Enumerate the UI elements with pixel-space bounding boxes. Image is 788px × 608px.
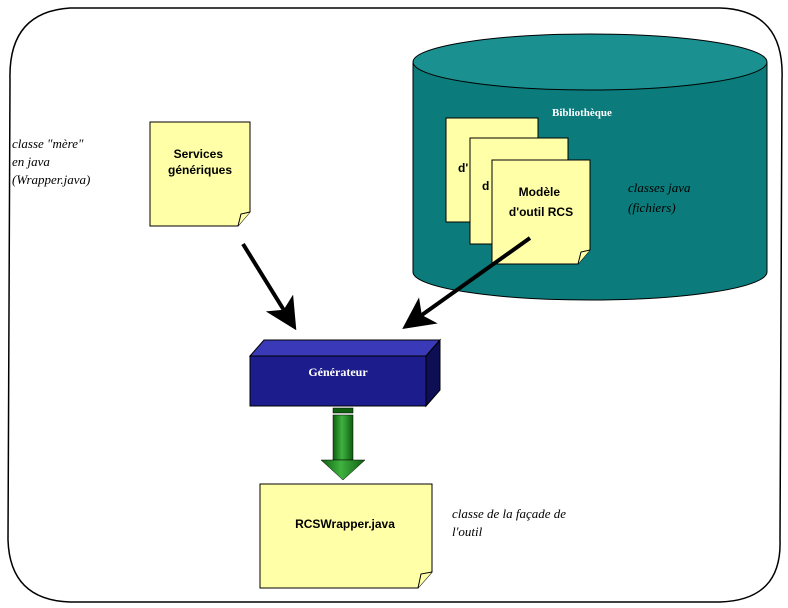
- java-classes-annotation: classes java (fichiers): [628, 180, 694, 215]
- svg-text:Modèle d'outil RCS: Modèle d'outil RCS: [509, 185, 573, 219]
- output-file-note: RCSWrapper.java: [259, 483, 433, 589]
- rcs-model-label-2: d'outil RCS: [509, 205, 573, 219]
- arrow-library-to-generator: [402, 236, 532, 329]
- rcs-model-label-1: Modèle: [519, 185, 561, 199]
- outer-frame: [7, 7, 783, 603]
- arrow-services-to-generator: [241, 242, 297, 331]
- facade-annotation: classe de la façade de l'outil: [452, 506, 569, 539]
- svg-text:d: d: [482, 179, 489, 193]
- green-down-arrow: [320, 407, 366, 481]
- svg-text:Services génériques: Services génériques: [168, 147, 232, 177]
- generator-label: Générateur: [308, 365, 368, 379]
- parent-class-annotation: classe "mère" en java (Wrapper.java): [12, 136, 90, 187]
- generator-box: Générateur: [248, 338, 442, 408]
- services-label-1: Services: [174, 147, 224, 161]
- services-note: Services génériques: [149, 121, 251, 227]
- svg-text:d': d': [458, 161, 468, 175]
- output-file-label: RCSWrapper.java: [295, 517, 395, 531]
- services-label-2: génériques: [168, 163, 232, 177]
- library-title: Bibliothèque: [552, 107, 612, 119]
- rcs-model-document: Modèle d'outil RCS: [491, 159, 591, 265]
